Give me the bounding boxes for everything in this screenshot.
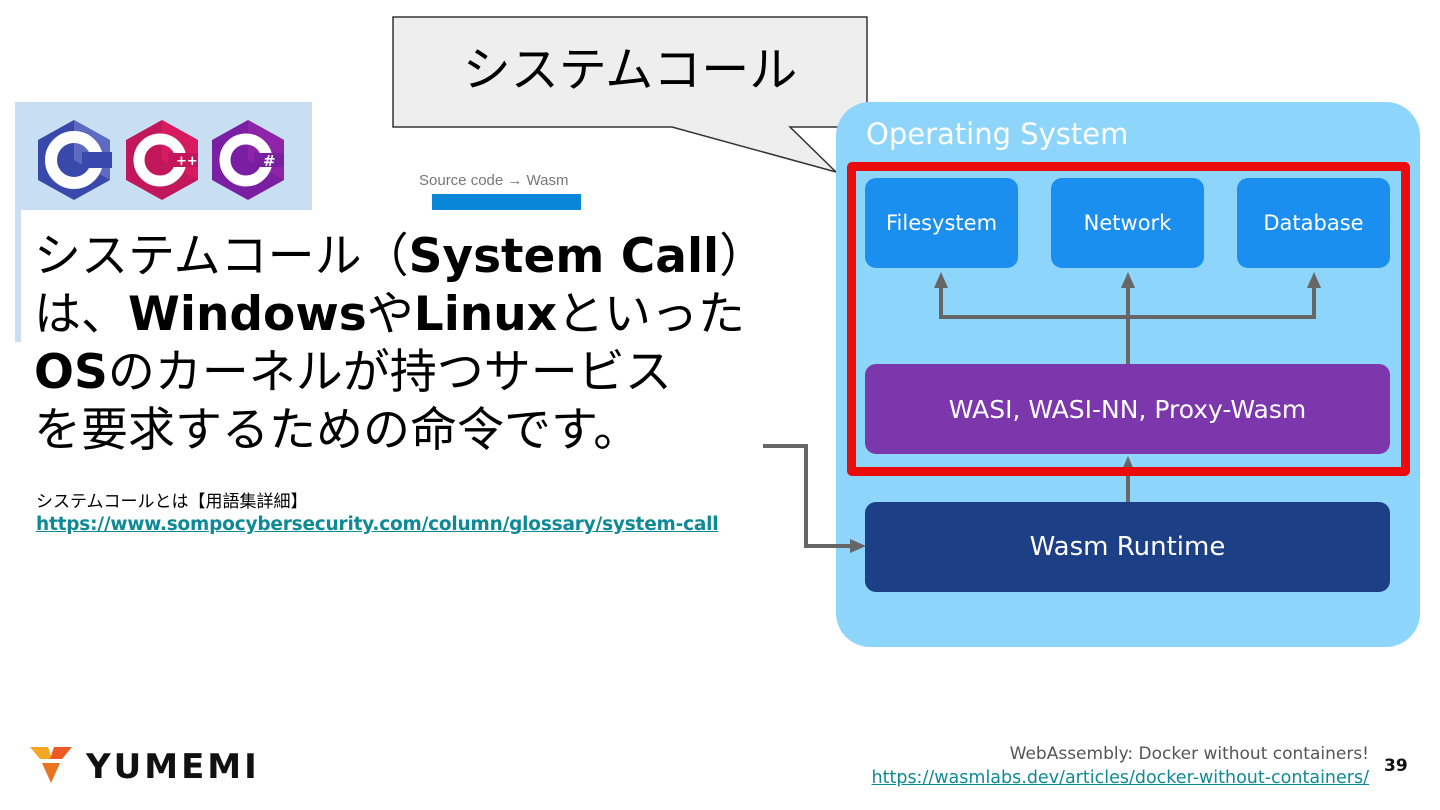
callout-text: システムコール — [462, 42, 798, 98]
logos-panel-strip — [15, 210, 21, 342]
reference-link[interactable]: https://www.sompocybersecurity.com/colum… — [36, 514, 719, 535]
network-box: Network — [1051, 178, 1204, 268]
wasi-interfaces-box: WASI, WASI-NN, Proxy-Wasm — [865, 364, 1390, 454]
svg-text:++: ++ — [176, 154, 198, 169]
system-call-highlight — [847, 162, 1410, 476]
filesystem-box: Filesystem — [865, 178, 1018, 268]
os-title: Operating System — [866, 117, 1129, 151]
cpp-language-logo: ++ — [126, 120, 198, 200]
csharp-language-logo: # — [212, 120, 284, 200]
yumemi-logo-text: YUMEMI — [86, 747, 260, 787]
source-code-bar — [432, 194, 581, 210]
main-line-2: は、WindowsやLinuxといった — [34, 287, 746, 342]
source-article-title: WebAssembly: Docker without containers! — [1009, 744, 1369, 764]
main-line-1: システムコール（System Call） — [34, 229, 767, 284]
yumemi-logo-icon — [30, 747, 72, 783]
reference-title: システムコールとは【用語集詳細】 — [36, 492, 308, 512]
database-box: Database — [1237, 178, 1390, 268]
source-article-link[interactable]: https://wasmlabs.dev/articles/docker-wit… — [871, 768, 1369, 788]
source-code-label: Source code → Wasm — [419, 172, 569, 189]
main-explanation: システムコール（System Call） は、WindowsやLinuxといった… — [34, 228, 767, 460]
c-language-logo — [38, 120, 112, 200]
main-line-3: OSのカーネルが持つサービス — [34, 345, 672, 400]
main-line-4: を要求するための命令です。 — [34, 403, 641, 458]
wasm-runtime-box: Wasm Runtime — [865, 502, 1390, 592]
page-number: 39 — [1384, 756, 1408, 776]
svg-text:#: # — [263, 152, 276, 170]
